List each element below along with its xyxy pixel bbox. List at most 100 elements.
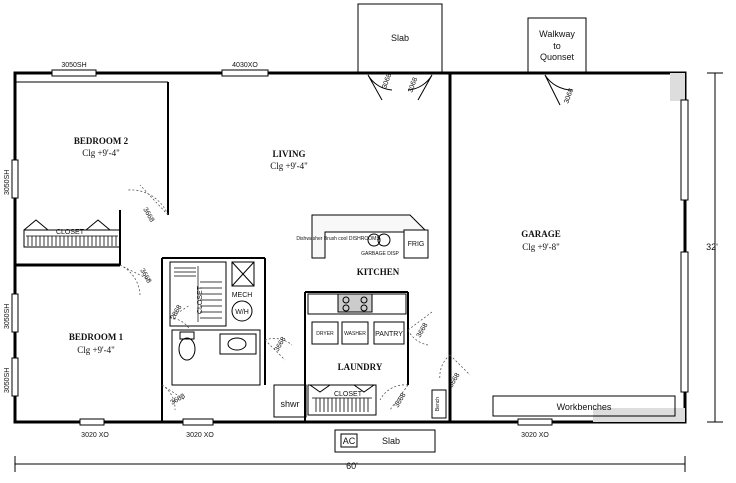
garage-window-1 — [680, 99, 689, 201]
walkway-line-1: Walkway — [539, 29, 575, 39]
garage-window-2 — [680, 251, 689, 393]
bed1-door-label: 3668 — [170, 393, 187, 407]
laundry-name: LAUNDRY — [338, 362, 383, 372]
bed2-closet-door-label: 3668 — [138, 268, 152, 285]
window-left-3 — [11, 357, 19, 397]
garage-name: GARAGE — [521, 229, 561, 239]
burner-2 — [360, 296, 368, 304]
depth-dimension-label: 32' — [706, 242, 718, 252]
bed2-closet-door — [119, 264, 151, 296]
washer-label: WASHER — [344, 331, 366, 337]
bottom-slab — [334, 429, 436, 453]
sink-right — [377, 233, 391, 247]
bed2-closet-rod — [26, 235, 118, 246]
bed2-door-label: 3668 — [141, 207, 155, 224]
window-top-left — [51, 69, 97, 77]
range — [337, 293, 373, 313]
mech-label: MECH — [232, 292, 253, 299]
laundry-closet — [307, 384, 377, 416]
bathroom — [171, 329, 261, 386]
walkway-line-2: to — [553, 41, 561, 51]
fridge — [403, 229, 429, 259]
front-door-2-label: 3068 — [407, 77, 419, 94]
garage-hatch-top — [670, 73, 685, 101]
window-bottom-2-label: 3020 XO — [186, 432, 214, 439]
window-bottom-3-label: 3020 XO — [521, 432, 549, 439]
window-top-mid — [221, 69, 269, 77]
window-left-1 — [11, 159, 19, 199]
bed2-closet — [23, 229, 121, 248]
garage-side-door — [544, 74, 573, 106]
burner-4 — [360, 304, 368, 312]
hall-closet-label: CLOSET — [197, 285, 204, 314]
garage-int-door — [439, 354, 471, 381]
living-ceiling: Clg +9'-4" — [270, 161, 308, 171]
bedroom1-name: BEDROOM 1 — [69, 332, 124, 342]
burner-1 — [342, 296, 350, 304]
bed2-door — [127, 184, 169, 216]
garage-side-door-label: 3068 — [563, 88, 575, 105]
laundry-back-door-label: 3668 — [394, 392, 408, 409]
window-bottom-2 — [182, 418, 214, 426]
walkway-line-3: Quonset — [540, 52, 575, 62]
toilet-tank — [179, 331, 195, 340]
laundry-back-door — [379, 384, 409, 411]
window-left-2 — [11, 293, 19, 333]
workbenches-label: Workbenches — [557, 402, 612, 412]
pantry-door — [407, 311, 433, 346]
garage-ceiling: Clg +9'-8" — [522, 242, 560, 252]
bottom-slab-label: Slab — [382, 436, 400, 446]
window-top-mid-label: 4030XO — [232, 62, 258, 69]
bedroom2-ceiling: Clg +9'-4" — [82, 148, 120, 158]
bench-label: Bench — [435, 397, 441, 411]
dryer-label: DRYER — [316, 331, 334, 337]
bed2-closet-label: CLOSET — [56, 229, 85, 236]
kitchen-name: KITCHEN — [357, 267, 400, 277]
garage-hatch-bottom — [593, 408, 685, 422]
living-name: LIVING — [272, 149, 305, 159]
window-left-2-label: 3050SH — [4, 304, 11, 329]
front-door-1 — [367, 74, 393, 101]
bath-door — [169, 304, 191, 331]
bed1-hall-door-label: 3668 — [274, 336, 288, 353]
bench — [431, 389, 447, 419]
bedroom1-ceiling: Clg +9'-4" — [77, 345, 115, 355]
vanity — [219, 333, 257, 355]
exterior-wall — [13, 71, 687, 424]
hall-closet — [169, 261, 227, 327]
pantry-label: PANTRY — [375, 331, 403, 338]
water-heater-label: W/H — [235, 309, 249, 316]
pantry — [373, 321, 405, 345]
bed2-closet-doors — [23, 219, 111, 231]
sink-left — [367, 233, 381, 247]
window-top-left-label: 3050SH — [61, 62, 86, 69]
dryer — [311, 321, 339, 345]
laundry-closet-label: CLOSET — [334, 391, 363, 398]
washer — [341, 321, 369, 345]
window-left-1-label: 3050SH — [4, 170, 11, 195]
bath-door-label: 2868 — [170, 304, 184, 321]
window-bottom-1 — [79, 418, 105, 426]
pantry-door-label: 3668 — [416, 322, 430, 339]
window-left-3-label: 3050SH — [4, 368, 11, 393]
dishwasher-label: Dishwasher Brush cool DISHROOMS — [296, 236, 380, 242]
window-bottom-3 — [517, 418, 553, 426]
window-bottom-1-label: 3020 XO — [81, 432, 109, 439]
workbenches — [492, 395, 676, 417]
top-slab-label: Slab — [391, 33, 409, 43]
fridge-label: FRIG — [408, 241, 425, 248]
bedroom2-name: BEDROOM 2 — [74, 136, 129, 146]
toilet — [178, 337, 196, 361]
shower — [273, 384, 307, 418]
width-dimension-label: 60' — [346, 461, 358, 471]
bed1-hall-door — [264, 338, 293, 361]
front-door-2 — [407, 74, 433, 101]
sink — [227, 337, 247, 351]
ac-label: AC — [343, 436, 356, 446]
water-heater — [231, 300, 253, 322]
burner-3 — [342, 304, 350, 312]
garbage-disposal-label: GARBAGE DISP — [361, 251, 399, 257]
shower-label: shwr — [280, 399, 299, 409]
ac-unit — [340, 433, 358, 448]
